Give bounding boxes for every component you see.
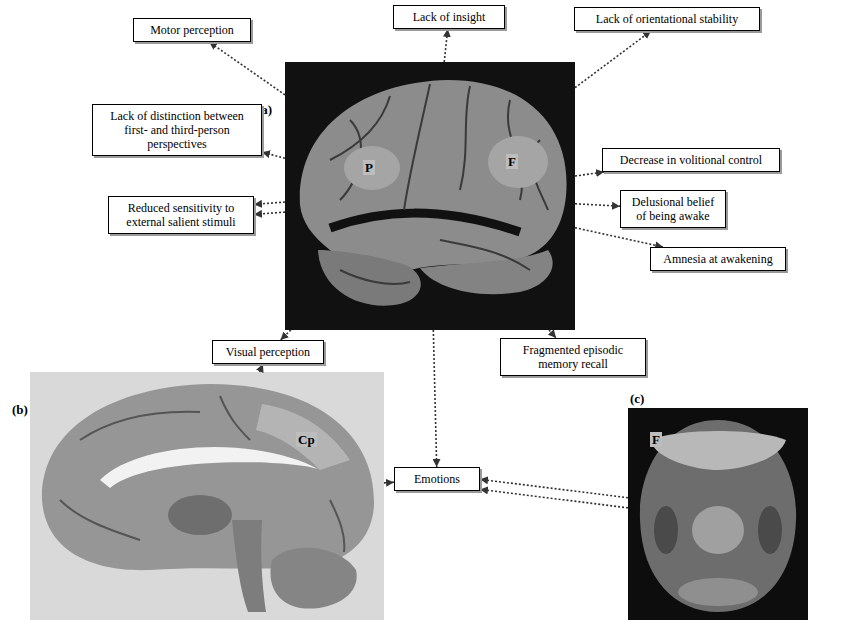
finding-box: Lack of distinction between first- and t… <box>92 104 262 156</box>
finding-box: Decrease in volitional control <box>602 148 780 172</box>
parietal-region <box>344 146 400 190</box>
cerebrum <box>42 384 374 570</box>
precuneus-region <box>256 404 350 470</box>
finding-text: Lack of orientational stability <box>581 12 753 26</box>
panel-ground <box>30 372 384 620</box>
dotted-arrow <box>280 330 290 340</box>
finding-box: Amnesia at awakening <box>650 247 786 271</box>
finding-text: Delusional belief of being awake <box>627 195 719 223</box>
dotted-arrow <box>260 364 263 372</box>
brain-panel: (a)PF <box>285 62 575 330</box>
dotted-arrow <box>480 479 628 497</box>
finding-text: Amnesia at awakening <box>657 252 779 266</box>
finding-text: Lack of insight <box>400 10 498 24</box>
cerebrum <box>300 80 567 273</box>
thalamus <box>168 495 232 535</box>
dotted-arrow <box>433 330 436 467</box>
sulci <box>60 396 344 552</box>
finding-text: Visual perception <box>219 345 317 359</box>
cerebellum <box>678 578 758 606</box>
orbitofrontal-region <box>650 431 786 470</box>
corpus-callosum <box>100 447 320 488</box>
finding-box: Visual perception <box>212 340 324 364</box>
dotted-arrow <box>254 202 285 204</box>
panel-ground <box>285 62 575 330</box>
temporal-lobe <box>758 506 782 554</box>
finding-text: Emotions <box>401 472 473 486</box>
finding-text: Fragmented episodic memory recall <box>507 343 639 371</box>
brain-slice <box>640 420 796 612</box>
dotted-arrow <box>444 29 448 62</box>
finding-text: Decrease in volitional control <box>609 153 773 167</box>
finding-box: Lack of orientational stability <box>574 7 760 31</box>
region-label: F <box>506 154 518 169</box>
finding-text: Lack of distinction between first- and t… <box>99 109 255 151</box>
finding-box: Delusional belief of being awake <box>620 190 726 228</box>
dotted-arrow <box>575 228 663 247</box>
cerebellum <box>270 548 356 609</box>
brainstem <box>232 520 266 612</box>
finding-box: Motor perception <box>133 18 251 42</box>
finding-text: Reduced sensitivity to external salient … <box>115 201 247 229</box>
dotted-arrow <box>575 31 651 88</box>
finding-text: Motor perception <box>140 23 244 37</box>
frontal-region <box>488 136 548 188</box>
dotted-arrow <box>575 172 604 176</box>
panel-label: (b) <box>12 402 28 417</box>
finding-box: Lack of insight <box>393 5 505 29</box>
region-label: Cp <box>296 432 317 447</box>
dotted-arrow <box>549 330 556 338</box>
region-label: P <box>363 160 375 175</box>
dotted-arrow <box>480 489 628 507</box>
brain-panel: (c)F <box>628 408 808 620</box>
dotted-arrow <box>262 152 285 158</box>
panel-ground <box>628 408 808 620</box>
cerebellum <box>318 250 421 306</box>
temporal-lobe <box>654 506 678 554</box>
dotted-arrow <box>254 212 285 214</box>
dotted-arrow <box>209 42 285 95</box>
finding-box: Emotions <box>394 467 480 491</box>
finding-box: Fragmented episodic memory recall <box>500 338 646 376</box>
finding-box: Reduced sensitivity to external salient … <box>108 196 254 234</box>
region-label: F <box>650 432 662 447</box>
lateral-fissure <box>330 213 520 232</box>
dotted-arrow <box>384 481 394 483</box>
temporal-lobe <box>420 250 553 294</box>
dotted-arrow <box>575 204 620 206</box>
midbrain <box>692 506 744 554</box>
sulci <box>330 84 548 284</box>
brain-panel: (b)Cp <box>30 372 384 620</box>
panel-label: (c) <box>630 391 644 406</box>
